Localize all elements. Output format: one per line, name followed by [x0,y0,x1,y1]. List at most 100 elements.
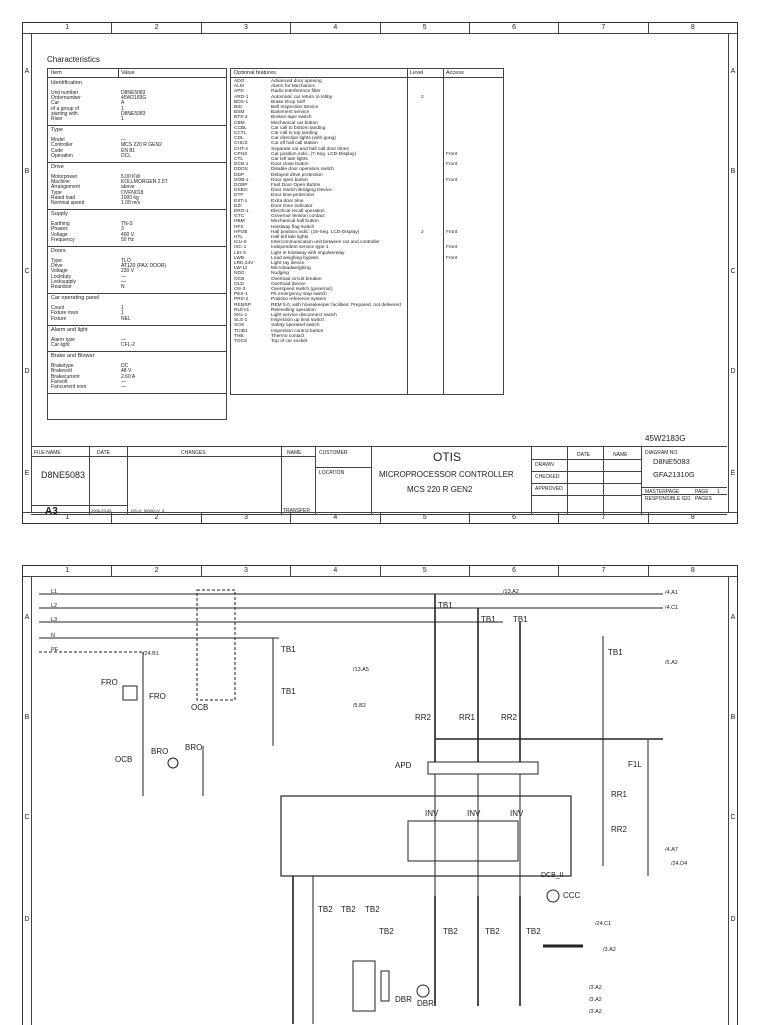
characteristic-value: — [121,278,126,285]
option-description: Bell Inspection Device [271,105,319,110]
label-fro: FRO [101,678,118,687]
option-description: Car position indic. (7-Seg. LCD-Display) [271,151,357,157]
characteristic-value: NEL [121,315,131,322]
option-code: NDG [234,271,245,277]
label-apd: APD [395,761,412,770]
option-code: ADO [234,79,245,84]
column-header-value: Value [121,70,135,76]
option-description: Door zone indicator [271,203,313,209]
section-heading: Supply [51,211,68,218]
label-rr2: RR2 [415,713,432,722]
option-description: Disable door operation switch [271,167,334,173]
drawn-label: DRAWN [535,462,554,468]
section-heading: Drive [51,164,64,170]
label-bro: BRO [185,743,203,752]
option-description: Top of car socket [271,339,308,344]
product-line-1: MICROPROCESSOR CONTROLLER [379,470,514,479]
option-description: Governor tension contact [271,214,325,220]
ref-24c1: /24.C1 [595,921,612,927]
label-fro-2: FRO [149,692,166,701]
date-label: DATE [97,450,110,456]
option-code: DSBO [234,188,248,194]
row-letter: B [24,168,30,175]
ref-24b1: /24.B1 [143,651,159,657]
option-code: BID [234,105,242,110]
label-tb2-6: TB2 [485,927,500,936]
option-code: CBM [234,120,245,126]
name-label-2: NAME [613,452,628,458]
option-description: Independent service type 1 [271,245,329,251]
option-code: ARD-1 [234,94,249,100]
option-code: CCBL [234,125,247,131]
section-heading: Brake and Blower [51,353,95,360]
column-index-bottom: 1 2 3 4 5 6 7 8 [23,512,737,523]
characteristic-value: 2.60 A [121,373,136,380]
option-description: Brake Drop Self [271,99,305,105]
option-code: DDOS [234,167,248,173]
option-code: APD [234,89,244,95]
label-ocb: OCB [191,703,209,712]
option-code: CDL [234,136,244,142]
option-code: CCTL [234,131,247,136]
option-description: Pit emergency stop switch [271,292,327,298]
label-bro-2: BRO [151,747,169,756]
label-l2: L2 [51,603,58,609]
option-access: Front [446,162,458,168]
characteristic-item: Brakevolt [51,368,72,375]
option-code: ICU-6 [234,240,247,246]
characteristic-value: TN-S [121,221,133,228]
section-divider [48,351,226,353]
section-divider [48,125,226,127]
characteristic-item: Operation [51,152,73,159]
divider [31,505,127,506]
option-description: Car tell tale lights [271,157,308,162]
row-letter: D [730,916,736,923]
divider [127,447,128,514]
row-letter: B [24,714,30,721]
section-divider [48,293,226,295]
label-tb1-2: TB1 [281,687,296,696]
option-code: EXT-1 [234,198,248,204]
characteristic-value: KOLLMORGEN 2.5T [121,179,168,186]
option-description: Separate car and hall call door times [271,146,349,152]
col-number: 6 [470,566,560,576]
characteristic-item: Fixture rows [51,310,79,317]
option-code: ERO-1 [234,209,249,214]
product-line-2: MCS 220 R GEN2 [407,485,473,494]
col-number: 8 [690,24,695,31]
ref-3a2-2: /3.A2 [589,985,602,991]
characteristic-item: Type [51,258,62,264]
characteristic-value: 400 V [121,231,135,238]
characteristic-item: Controller [51,142,73,149]
characteristic-value: above [121,184,135,191]
characteristic-item: Drive [51,263,63,270]
row-letter: D [24,916,30,923]
characteristic-value: D8NE5083 [121,110,146,117]
option-code: OS-3 [234,287,246,292]
page-label: PAGE [695,489,709,495]
masterpage-label: MASTERPAGE [645,489,680,495]
option-description: REM 5.0, with housekeeper facilities; Pr… [271,302,401,308]
label-dbr: DBR [395,995,412,1004]
option-code: BSM [234,110,245,116]
responsible-label: RESPONSIBLE G [645,496,686,502]
option-description: Nudging [271,271,289,277]
characteristic-value: AT120 (PAX DOOR) [121,263,167,270]
divider [641,447,642,514]
col-number: 6 [470,23,560,33]
dbr-resistor [380,970,390,1002]
divider [48,77,226,78]
ref-4c1: /4.C1 [665,605,679,611]
option-description: Safety operated switch [271,323,320,329]
characteristic-item: Machine [51,179,70,186]
option-code: TOCS [234,339,248,344]
section-heading: Type [51,127,63,134]
label-ccc: CCC [563,891,581,900]
characteristic-value: 1 [121,105,124,112]
option-description: Radio interference filter [271,89,321,95]
characteristic-value: DC [121,363,129,370]
option-code: SOS [234,323,245,329]
option-code: OCB [234,276,245,282]
file-name: D8NE5083 [41,470,86,480]
ref-3a2-3: /3.A2 [589,997,602,1003]
